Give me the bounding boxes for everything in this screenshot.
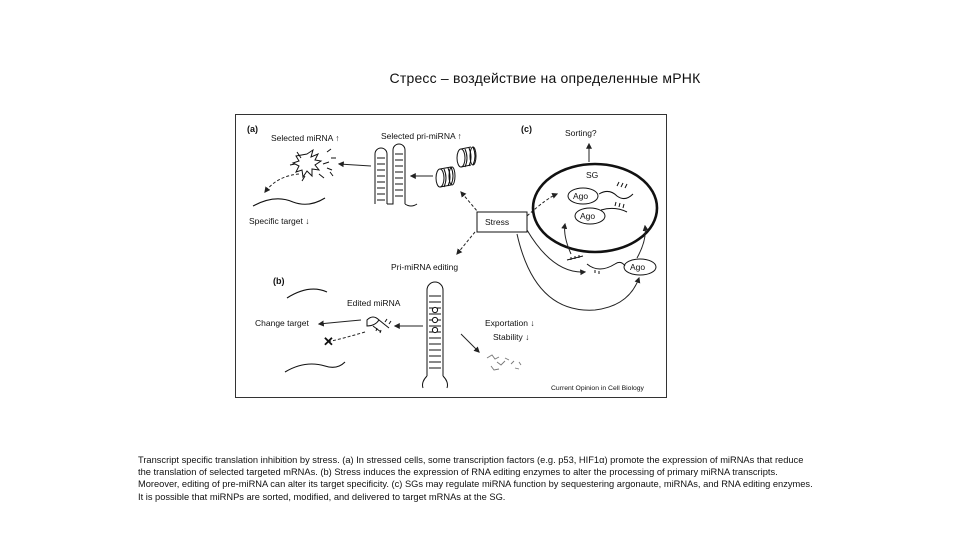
stress-label: Stress — [485, 217, 509, 227]
specific-target-label: Specific target ↓ — [249, 216, 309, 226]
arrow-pri-to-mirna — [337, 161, 372, 168]
panel-b-label: (b) — [273, 276, 285, 286]
pri-mirna-hairpins — [374, 143, 418, 207]
arrow-free-to-sg-left — [561, 222, 572, 255]
arrow-stress-loop-upper — [526, 229, 587, 276]
selected-pri-mirna-label: Selected pri-miRNA ↑ — [381, 131, 462, 141]
arrow-stress-to-sg — [526, 192, 559, 217]
figure-caption: Transcript specific translation inhibiti… — [138, 455, 813, 502]
stress-granule — [531, 162, 659, 254]
figure-credit: Current Opinion in Cell Biology — [551, 385, 645, 392]
arrow-stress-loop-lower — [516, 233, 641, 311]
degraded-fragments — [486, 354, 522, 371]
stress-mirna-diagram: (a) (b) (c) Selected miRNA ↑ Selected pr… — [235, 114, 667, 398]
arrow-hairpin-to-degradation — [460, 333, 480, 353]
blocked-x-icon: ✕ — [323, 334, 334, 349]
editing-site-marks — [431, 306, 439, 334]
stress-box — [476, 211, 528, 233]
arrow-mirna-to-target — [264, 173, 300, 193]
edited-mirna — [366, 316, 392, 334]
figure-frame — [235, 114, 667, 398]
mirna-cluster — [289, 148, 336, 182]
arrow-edited-blocked — [326, 331, 366, 343]
exportation-label: Exportation ↓ — [485, 318, 535, 328]
mrna-b-upper — [286, 288, 328, 299]
ago-protein-lower — [574, 207, 606, 225]
dna-coil-upper — [456, 146, 477, 168]
change-target-label: Change target — [255, 318, 310, 328]
stability-label: Stability ↓ — [493, 332, 529, 342]
figure: (a) (b) (c) Selected miRNA ↑ Selected pr… — [235, 114, 667, 398]
panel-a-label: (a) — [247, 124, 258, 134]
pri-mirna-editing-label: Pri-miRNA editing — [391, 262, 458, 272]
ago-protein-upper — [567, 187, 599, 205]
edited-mirna-label: Edited miRNA — [347, 298, 401, 308]
ago-label-lower: Ago — [580, 211, 595, 221]
sg-label: SG — [586, 170, 598, 180]
sorting-label: Sorting? — [565, 128, 597, 138]
arrow-ago-to-sg — [636, 224, 649, 259]
dna-coil-lower — [435, 166, 456, 188]
mrna-b-lower — [284, 361, 346, 373]
target-mrna-a — [252, 197, 326, 207]
sg-mrna-strands — [598, 181, 634, 213]
selected-mirna-label: Selected miRNA ↑ — [271, 133, 340, 143]
free-mirna-strands — [566, 255, 626, 274]
arrow-edited-to-target — [317, 319, 362, 327]
ago-label-upper: Ago — [573, 191, 588, 201]
panel-c-label: (c) — [521, 124, 532, 134]
ago-label-free: Ago — [630, 262, 645, 272]
slide-title: Стресс – воздействие на определенные мРН… — [389, 70, 701, 86]
ago-protein-free — [623, 258, 657, 276]
